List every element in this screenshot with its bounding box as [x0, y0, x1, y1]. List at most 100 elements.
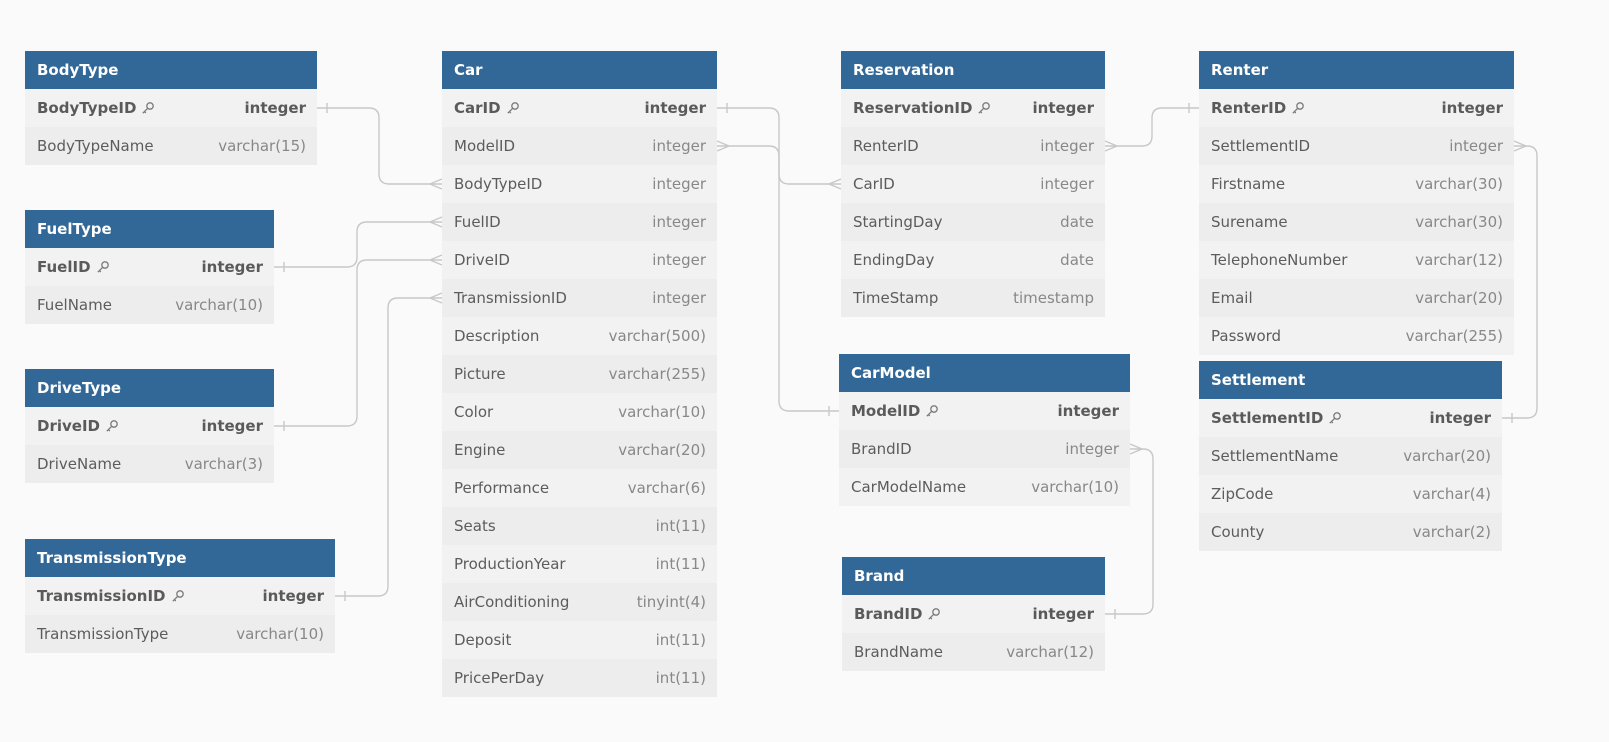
field-type: integer: [652, 175, 706, 193]
field-name: TransmissionID: [37, 587, 166, 605]
field-name-cell: Email: [1211, 289, 1253, 307]
many-marker: [429, 254, 443, 266]
relation-drive-type-car: [274, 259, 442, 427]
table-header[interactable]: BodyType: [25, 51, 317, 89]
primary-key-row[interactable]: TransmissionID integer: [25, 577, 335, 615]
field-name-cell: TransmissionID: [454, 289, 567, 307]
field-type: varchar(15): [218, 137, 306, 155]
field-type: varchar(4): [1412, 485, 1491, 503]
field-name-cell: EndingDay: [853, 251, 934, 269]
field-name-cell: AirConditioning: [454, 593, 569, 611]
field-name: Surename: [1211, 213, 1288, 231]
many-marker: [716, 140, 730, 152]
field-name-cell: TimeStamp: [853, 289, 938, 307]
table-header[interactable]: Car: [442, 51, 717, 89]
field-type: varchar(3): [184, 455, 263, 473]
field-type: integer: [1032, 605, 1094, 623]
table-header[interactable]: Reservation: [841, 51, 1105, 89]
field-type: varchar(10): [618, 403, 706, 421]
field-row[interactable]: EndingDay date: [841, 241, 1105, 279]
table-header[interactable]: TransmissionType: [25, 539, 335, 577]
field-type: integer: [1065, 440, 1119, 458]
many-marker: [828, 178, 842, 190]
field-name-cell: Surename: [1211, 213, 1288, 231]
field-type: integer: [262, 587, 324, 605]
table-header[interactable]: CarModel: [839, 354, 1130, 392]
field-type: integer: [652, 137, 706, 155]
field-type: date: [1060, 251, 1094, 269]
field-name-cell: FuelID: [454, 213, 501, 231]
field-name: CarModelName: [851, 478, 967, 496]
table-header[interactable]: FuelType: [25, 210, 274, 248]
field-type: varchar(10): [175, 296, 263, 314]
field-type: int(11): [655, 631, 706, 649]
key-icon: [977, 101, 991, 115]
table-header[interactable]: DriveType: [25, 369, 274, 407]
table-header[interactable]: Renter: [1199, 51, 1514, 89]
field-name: County: [1211, 523, 1265, 541]
table-header[interactable]: Settlement: [1199, 361, 1502, 399]
field-name: DriveID: [454, 251, 510, 269]
key-icon: [927, 607, 941, 621]
field-name: Performance: [454, 479, 550, 497]
table-header[interactable]: Brand: [842, 557, 1105, 595]
field-type: int(11): [655, 517, 706, 535]
field-name-cell: DriveID: [454, 251, 510, 269]
